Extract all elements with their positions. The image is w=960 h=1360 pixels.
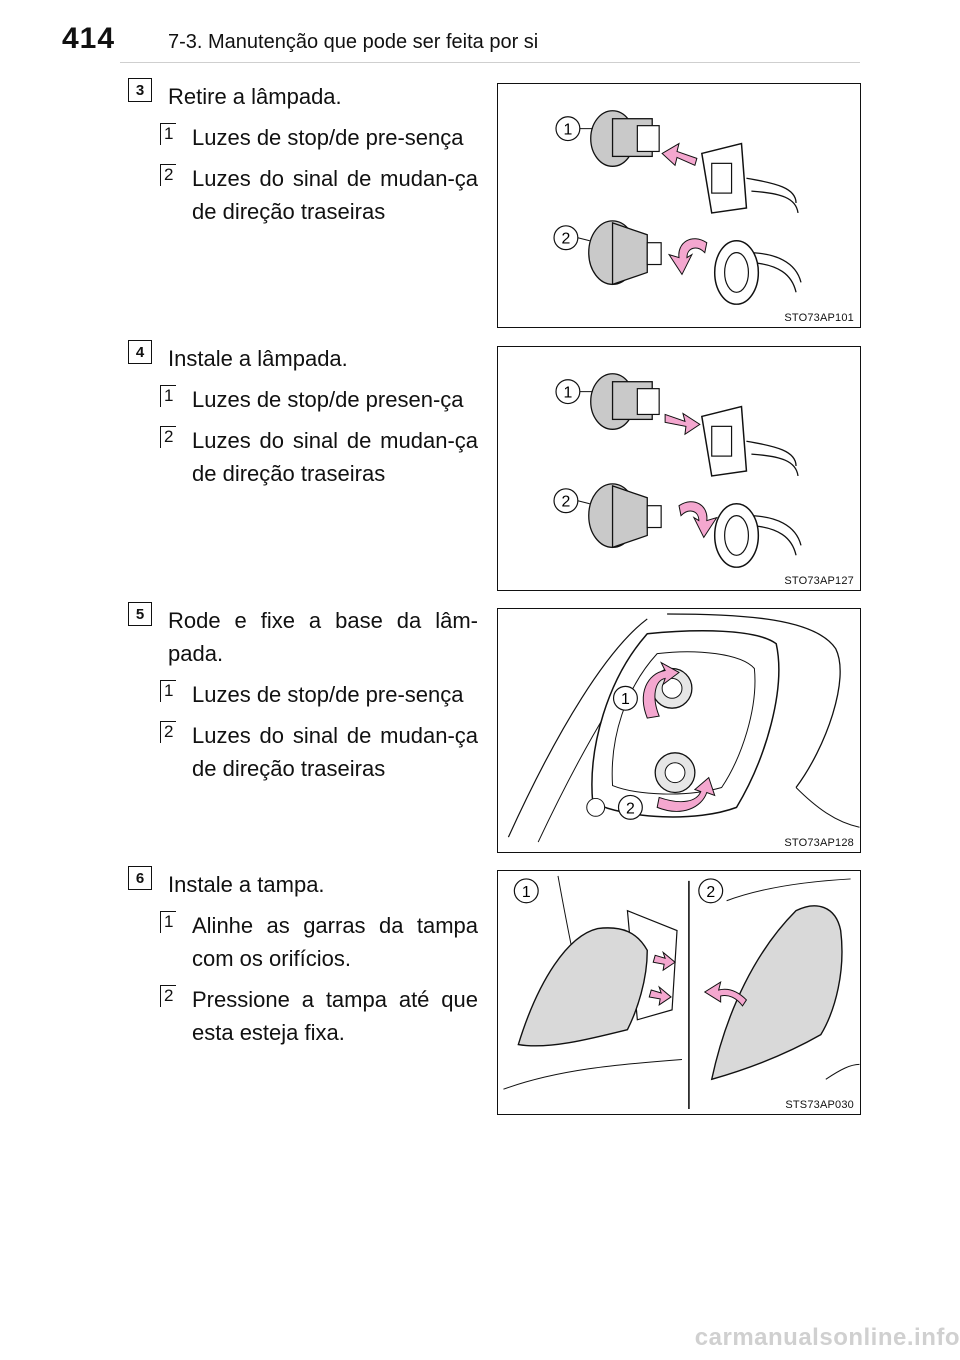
section-title: 7-3. Manutenção que pode ser feita por s… [168,31,539,53]
watermark: carmanualsonline.info [694,1324,960,1351]
figure-caption: STO73AP101 [784,312,854,324]
figure-caption: STS73AP030 [785,1099,854,1111]
callout-2: 2 [617,794,643,820]
item-text: Luzes do sinal de mudan-ça de direção tr… [192,166,478,224]
list-item: 1 Luzes de stop/de pre-sença [128,121,478,154]
step-title: Rode e fixe a base da lâm-pada. [168,608,478,666]
step-3: 3 Retire a lâmpada. 1 Luzes de stop/de p… [128,78,478,228]
callout-2: 2 [553,488,590,514]
item-text: Pressione a tampa até que esta esteja fi… [192,987,478,1045]
item-number: 2 [160,426,176,448]
list-item: 2 Luzes do sinal de mudan-ça de direção … [128,162,478,228]
step-5: 5 Rode e fixe a base da lâm-pada. 1 Luze… [128,602,478,785]
figure-caption: STO73AP127 [784,575,854,587]
callout-1: 1 [555,116,593,142]
callout-2: 2 [698,878,724,904]
page-number: 414 [62,22,116,55]
figure-remove-bulb: 1 2 STO73AP101 [497,83,861,328]
svg-text:1: 1 [564,385,573,402]
step-number-badge: 3 [128,78,152,102]
svg-text:2: 2 [626,800,635,817]
step-title: Instale a lâmpada. [168,346,348,371]
item-text: Luzes do sinal de mudan-ça de direção tr… [192,723,478,781]
step-number-badge: 6 [128,866,152,890]
svg-text:2: 2 [706,884,715,901]
svg-text:2: 2 [562,494,571,511]
item-number: 2 [160,164,176,186]
list-item: 2 Luzes do sinal de mudan-ça de direção … [128,719,478,785]
item-number: 2 [160,721,176,743]
list-item: 1 Luzes de stop/de pre-sença [128,678,478,711]
list-item: 2 Pressione a tampa até que esta esteja … [128,983,478,1049]
step-number-badge: 5 [128,602,152,626]
lamp-housing-illustration: 1 2 [507,613,860,843]
item-number: 1 [160,123,176,145]
callout-1: 1 [555,379,593,405]
svg-text:1: 1 [564,122,573,139]
callout-1: 1 [612,685,638,711]
header-rule [120,62,860,63]
svg-text:1: 1 [522,884,531,901]
figure-install-cover: 1 2 STS73AP030 [497,870,861,1115]
bulb-install-illustration: 1 2 [553,373,802,568]
figure-caption: STO73AP128 [784,837,854,849]
svg-text:1: 1 [621,691,630,708]
callout-2: 2 [553,225,590,251]
item-text: Luzes de stop/de presen-ça [192,387,464,412]
list-item: 2 Luzes do sinal de mudan-ça de direção … [128,424,478,490]
item-number: 2 [160,985,176,1007]
step-number-badge: 4 [128,340,152,364]
item-number: 1 [160,911,176,933]
callout-1: 1 [513,878,539,904]
bulb-removal-illustration: 1 2 [553,110,802,305]
figure-install-bulb: 1 2 STO73AP127 [497,346,861,591]
list-item: 1 Luzes de stop/de presen-ça [128,383,478,416]
step-4: 4 Instale a lâmpada. 1 Luzes de stop/de … [128,340,478,490]
step-title: Retire a lâmpada. [168,84,342,109]
figure-rotate-base: 1 2 STO73AP128 [497,608,861,853]
step-title: Instale a tampa. [168,872,325,897]
item-number: 1 [160,385,176,407]
list-item: 1 Alinhe as garras da tampa com os orifí… [128,909,478,975]
item-number: 1 [160,680,176,702]
cover-install-illustration: 1 2 [503,875,860,1110]
item-text: Luzes de stop/de pre-sença [192,125,464,150]
step-6: 6 Instale a tampa. 1 Alinhe as garras da… [128,866,478,1049]
svg-text:2: 2 [562,231,571,248]
item-text: Luzes de stop/de pre-sença [192,682,464,707]
item-text: Luzes do sinal de mudan-ça de direção tr… [192,428,478,486]
item-text: Alinhe as garras da tampa com os orifíci… [192,913,478,971]
